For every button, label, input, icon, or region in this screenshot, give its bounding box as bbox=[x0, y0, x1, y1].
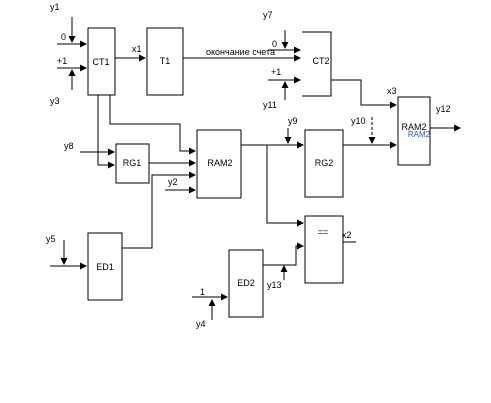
block-ct1-label: CT1 bbox=[92, 57, 109, 67]
label-y5: y5 bbox=[46, 234, 56, 244]
label-y4: y4 bbox=[196, 319, 206, 329]
label-0-ct1: 0 bbox=[61, 32, 66, 42]
diagram-shape bbox=[146, 27, 184, 96]
block-ed1: ED1 bbox=[87, 232, 123, 301]
diagram-shape bbox=[87, 27, 116, 96]
block-comparator-label: == bbox=[318, 227, 329, 237]
label-y10: y10 bbox=[351, 116, 366, 126]
block-ct1: CT1 bbox=[87, 27, 116, 96]
label-1-ed2: 1 bbox=[200, 287, 205, 297]
block-ram2-right: RAM2 RAM2 bbox=[397, 96, 431, 166]
diagram-shape bbox=[115, 143, 150, 184]
block-ed1-label: ED1 bbox=[96, 262, 114, 272]
diagram-shape bbox=[87, 232, 123, 301]
block-comparator: == bbox=[304, 215, 344, 284]
wire-ct1-ram2 bbox=[109, 95, 196, 155]
block-ram2-mid-label: RAM2 bbox=[207, 158, 232, 168]
label-y12: y12 bbox=[436, 104, 451, 114]
label-y2: y2 bbox=[168, 177, 178, 187]
block-ed2: ED2 bbox=[228, 249, 264, 318]
diagram-shape bbox=[397, 96, 431, 166]
diagram-shape bbox=[304, 129, 344, 198]
label-y7: y7 bbox=[263, 10, 273, 20]
wire-ct1-rg1 bbox=[97, 95, 115, 169]
diagram-shape bbox=[196, 129, 242, 199]
label-x3: x3 bbox=[387, 86, 397, 96]
block-rg1-label: RG1 bbox=[123, 158, 142, 168]
block-ram2-right-label: RAM2 bbox=[401, 122, 426, 132]
wire-ed1-ram2 bbox=[122, 171, 196, 249]
label-x2: x2 bbox=[342, 230, 352, 240]
diagram-shape bbox=[304, 215, 344, 284]
block-ct2: CT2 bbox=[302, 31, 332, 97]
diagram-shape bbox=[302, 31, 332, 97]
label-y3: y3 bbox=[50, 96, 60, 106]
label-y9: y9 bbox=[288, 116, 298, 126]
block-rg2-label: RG2 bbox=[315, 158, 334, 168]
block-t1: T1 bbox=[146, 27, 184, 96]
block-rg1: RG1 bbox=[115, 143, 150, 184]
block-ram2-mid: RAM2 bbox=[196, 129, 242, 199]
block-t1-label: T1 bbox=[160, 56, 171, 66]
wire-bus-cmp bbox=[266, 145, 304, 227]
block-ed2-label: ED2 bbox=[237, 278, 255, 288]
label-0-ct2: 0 bbox=[272, 39, 277, 49]
label-p1-ct2: +1 bbox=[271, 67, 281, 77]
label-y1: y1 bbox=[50, 2, 60, 12]
wire-ct2-ram2r bbox=[331, 79, 397, 109]
label-y8: y8 bbox=[64, 141, 74, 151]
wire-ed2-cmp bbox=[263, 242, 304, 266]
label-x1: x1 bbox=[132, 44, 142, 54]
diagram-shape bbox=[228, 249, 264, 318]
block-ct2-label: CT2 bbox=[312, 56, 329, 66]
block-rg2: RG2 bbox=[304, 129, 344, 198]
label-end-count: окончание счета bbox=[206, 47, 275, 57]
label-p1-ct1: +1 bbox=[57, 56, 67, 66]
label-y13: y13 bbox=[267, 280, 282, 290]
block-ram2-right-sublabel: RAM2 bbox=[408, 130, 431, 139]
label-y11: y11 bbox=[263, 100, 277, 110]
